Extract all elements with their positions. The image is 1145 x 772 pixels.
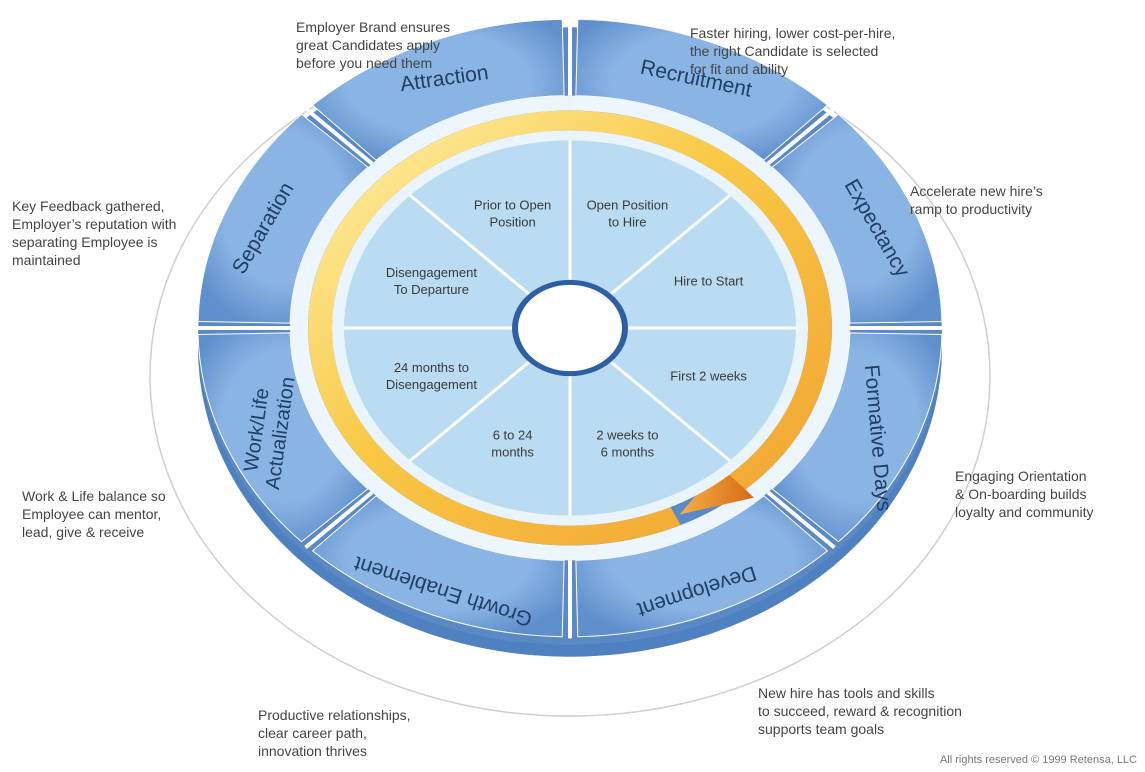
inner-label: 6 to 24 [493, 428, 533, 443]
note-recruitment: Faster hiring, lower cost-per-hire, the … [690, 24, 895, 78]
inner-label: Disengagement [386, 265, 477, 280]
note-line: Faster hiring, lower cost-per-hire, [690, 25, 896, 41]
inner-label: Disengagement [386, 377, 477, 392]
segment-divider [766, 490, 836, 550]
inner-divider [608, 194, 731, 297]
inner-label: to Hire [608, 214, 646, 229]
note-line: Employer’s reputation with [12, 216, 177, 232]
note-line: maintained [12, 252, 81, 268]
note-growth-enablement: Productive relationships, clear career p… [258, 706, 411, 760]
note-work-life: Work & Life balance so Employee can ment… [22, 487, 166, 541]
copyright-text: All rights reserved © 1999 Retensa, LLC [939, 754, 1137, 766]
note-line: Productive relationships, [258, 707, 411, 723]
note-line: Key Feedback gathered, [12, 198, 165, 214]
note-attraction: Employer Brand ensures great Candidates … [296, 18, 450, 72]
inner-label: Prior to Open [474, 197, 551, 212]
inner-divider [409, 359, 532, 462]
note-formative-days: Engaging Orientation & On-boarding build… [955, 467, 1094, 521]
note-expectancy: Accelerate new hire’s ramp to productivi… [910, 182, 1043, 218]
segment-divider [304, 106, 374, 166]
inner-divider [608, 359, 731, 462]
note-line: lead, give & receive [22, 524, 145, 540]
note-line: to succeed, reward & recognition [758, 703, 962, 719]
note-line: before you need them [296, 55, 433, 71]
note-line: Employer Brand ensures [296, 19, 451, 35]
note-line: innovation thrives [258, 743, 367, 759]
note-line: ramp to productivity [910, 201, 1033, 217]
inner-label: First 2 weeks [670, 369, 747, 384]
note-line: & On-boarding builds [955, 486, 1087, 502]
note-line: Employee can mentor, [22, 506, 162, 522]
note-separation: Key Feedback gathered, Employer’s reputa… [12, 197, 176, 269]
arrow-head [679, 466, 755, 515]
inner-label: Open Position [587, 197, 669, 212]
inner-disk [332, 130, 808, 526]
note-line: Work & Life balance so [22, 488, 166, 504]
inner-label: Hire to Start [674, 273, 744, 288]
note-line: Engaging Orientation [955, 468, 1087, 484]
segment-divider [766, 106, 836, 166]
note-line: great Candidates apply [296, 37, 440, 53]
note-line: clear career path, [258, 725, 367, 741]
note-line: for fit and ability [690, 61, 789, 77]
note-line: Accelerate new hire’s [910, 183, 1043, 199]
inner-divider [409, 194, 532, 297]
note-line: the right Candidate is selected [690, 43, 879, 59]
note-development: New hire has tools and skills to succeed… [758, 684, 962, 738]
inner-label: To Departure [394, 282, 469, 297]
note-line: loyalty and community [955, 504, 1094, 520]
cycle-arrow [308, 110, 832, 546]
note-line: supports team goals [758, 721, 885, 737]
note-line: separating Employee is [12, 234, 158, 250]
inner-label: 2 weeks to [596, 428, 658, 443]
inner-label: Position [489, 214, 535, 229]
note-line: New hire has tools and skills [758, 685, 935, 701]
inner-label: 24 months to [394, 360, 469, 375]
segment-divider [304, 490, 374, 550]
center-hub [518, 284, 622, 372]
outer-ring [196, 17, 944, 639]
inner-label: months [491, 445, 534, 460]
inner-label: 6 months [601, 445, 655, 460]
